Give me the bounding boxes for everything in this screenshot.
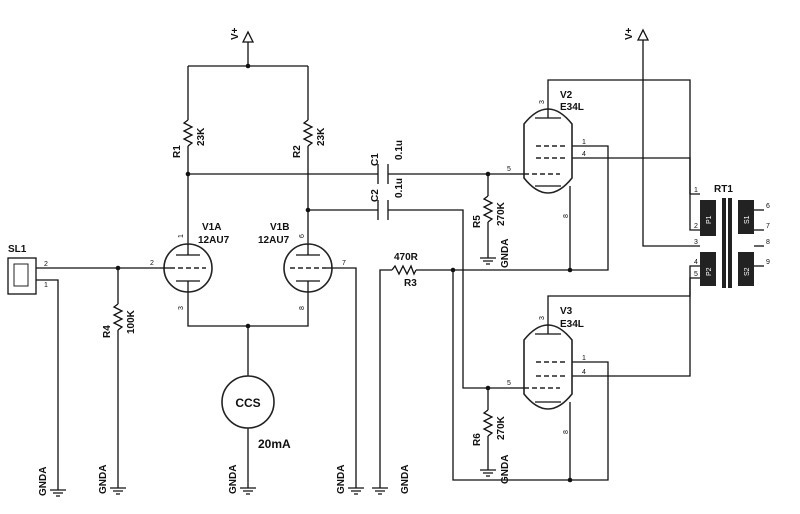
junction-dots	[115, 63, 573, 483]
v1a-pin-top: 1	[178, 234, 185, 238]
rt1-p2: P2	[706, 267, 713, 276]
gnda-label: GNDA	[38, 467, 49, 496]
resistor-r6: R6 270K	[472, 409, 507, 446]
gnda-label: GNDA	[500, 239, 511, 268]
r1-name: R1	[172, 145, 183, 158]
r3-value: 470R	[394, 252, 419, 263]
v3-pin-g2: 4	[582, 369, 586, 376]
v2-pin-grid: 5	[507, 166, 511, 173]
v3-name: V3	[560, 306, 573, 317]
rt1-pin-3: 3	[694, 239, 698, 246]
rt1-pin-6: 6	[766, 203, 770, 210]
c1-name: C1	[370, 153, 381, 166]
ccs-label: CCS	[235, 396, 260, 410]
connector-sl1: SL1 2 1	[7, 244, 48, 295]
vplus-left-symbol: V+	[230, 27, 255, 43]
ccs-source: CCS 20mA	[221, 375, 291, 451]
gnda-label: GNDA	[228, 465, 239, 494]
ccs-current: 20mA	[258, 437, 291, 451]
rt1-pin-9: 9	[766, 259, 770, 266]
v2-type: E34L	[560, 102, 584, 113]
rt1-pin-1: 1	[694, 187, 698, 194]
v1b-name: V1B	[270, 222, 289, 233]
v3-pin-bottom: 8	[563, 430, 570, 434]
gnda-label: GNDA	[400, 465, 411, 494]
gnda-label: GNDA	[98, 465, 109, 494]
rt1-pin-7: 7	[766, 223, 770, 230]
rt1-name: RT1	[714, 184, 733, 195]
v1a-name: V1A	[202, 222, 221, 233]
v1a-type: 12AU7	[198, 235, 230, 246]
connector-pin-1: 1	[44, 282, 48, 289]
connector-pin-2: 2	[44, 261, 48, 268]
tube-v3: V3 E34L 3 5 4 1 8	[507, 306, 586, 434]
v1b-pin-bottom: 8	[299, 306, 306, 310]
r2-name: R2	[292, 145, 303, 158]
rt1-p1: P1	[706, 215, 713, 224]
tube-v1a: V1A 12AU7 1 2 3	[150, 222, 230, 310]
r3-name: R3	[404, 278, 417, 289]
r4-value: 100K	[126, 309, 137, 334]
v3-pin-grid: 5	[507, 380, 511, 387]
gnda-label: GNDA	[336, 465, 347, 494]
v1a-pin-bottom: 3	[178, 306, 185, 310]
v2-pin-top: 3	[539, 100, 546, 104]
r6-value: 270K	[496, 415, 507, 440]
r2-value: 23K	[316, 127, 327, 146]
v2-name: V2	[560, 90, 573, 101]
resistor-r5: R5 270K	[472, 195, 507, 228]
r4-name: R4	[102, 325, 113, 338]
capacitor-c2: C2 0.1u	[370, 178, 405, 220]
capacitor-c1: C1 0.1u	[370, 140, 405, 184]
resistor-r4: R4 100K	[102, 303, 137, 338]
r6-name: R6	[472, 433, 483, 446]
v1b-pin-top: 6	[299, 234, 306, 238]
v1a-pin-grid: 2	[150, 260, 154, 267]
v1b-pin-grid: 7	[342, 260, 346, 267]
transformer-rt1: RT1 P1 P2 S1 S2 1 2 3 4 5 6 7 8 9	[694, 184, 770, 288]
rt1-pin-8: 8	[766, 239, 770, 246]
resistor-r2: R2 23K	[292, 119, 327, 158]
r5-name: R5	[472, 215, 483, 228]
resistor-r1: R1 23K	[172, 119, 207, 158]
ground-symbols	[50, 257, 496, 497]
vplus-right-label: V+	[624, 27, 635, 40]
v3-pin-top: 3	[539, 316, 546, 320]
wires	[42, 40, 764, 490]
rt1-pin-4: 4	[694, 259, 698, 266]
v2-pin-g3: 1	[582, 139, 586, 146]
resistor-r3: 470R R3	[391, 252, 419, 289]
c1-value: 0.1u	[394, 140, 405, 160]
vplus-right-symbol: V+	[624, 27, 650, 41]
r1-value: 23K	[196, 127, 207, 146]
r5-value: 270K	[496, 201, 507, 226]
connector-name: SL1	[8, 244, 27, 255]
v1b-type: 12AU7	[258, 235, 290, 246]
gnda-label: GNDA	[500, 455, 511, 484]
tube-v2: V2 E34L 3 5 4 1 8	[507, 90, 586, 218]
v3-pin-g3: 1	[582, 355, 586, 362]
c2-value: 0.1u	[394, 178, 405, 198]
rt1-pin-5: 5	[694, 271, 698, 278]
v2-pin-g2: 4	[582, 151, 586, 158]
c2-name: C2	[370, 189, 381, 202]
tube-v1b: V1B 12AU7 6 7 8	[258, 222, 346, 310]
rt1-s2: S2	[744, 267, 751, 276]
v3-type: E34L	[560, 319, 584, 330]
rt1-s1: S1	[744, 215, 751, 224]
vplus-left-label: V+	[230, 27, 241, 40]
rt1-pin-2: 2	[694, 223, 698, 230]
ground-labels: GNDA GNDA GNDA GNDA GNDA GNDA GNDA	[38, 239, 511, 496]
v2-pin-bottom: 8	[563, 214, 570, 218]
